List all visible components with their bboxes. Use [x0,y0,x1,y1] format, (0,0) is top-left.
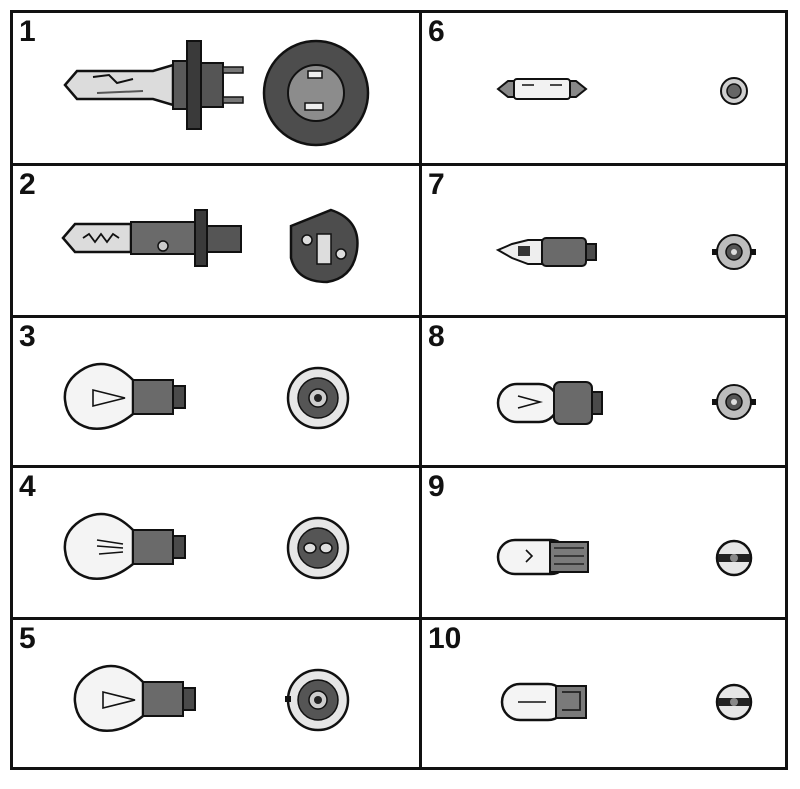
miniature-bayonet-bulb-icon [496,381,603,425]
cell-number: 3 [19,320,36,353]
bulb-cell-2: 2 [13,166,419,315]
single-contact-base-end-view-icon [286,366,350,430]
h4-halogen-bulb-icon [63,40,244,130]
bulb-cell-10: 10 [422,620,785,767]
cell-number: 10 [428,622,462,655]
bulb-cell-5: 5 [13,620,419,767]
bulb-types-grid: 1 2 [10,10,788,770]
h1-socket-end-view-icon [289,208,359,284]
row-divider [13,617,785,620]
offset-pin-base-end-view-icon [285,668,350,732]
cell-number: 4 [19,470,36,503]
cell-number: 1 [19,15,36,48]
dual-contact-base-end-view-icon [286,516,350,580]
bulb-cell-4: 4 [13,468,419,617]
h4-socket-end-view-icon [262,39,370,147]
festoon-end-view-icon [720,77,748,105]
festoon-bulb-icon [496,78,588,100]
bulb-cell-7: 7 [422,166,785,315]
cell-number: 6 [428,15,445,48]
cell-number: 7 [428,168,445,201]
glass-wedge-bulb-icon [500,682,587,722]
miniature-bayonet-end-view-icon [712,384,756,420]
cell-number: 8 [428,320,445,353]
column-divider [419,13,422,767]
single-filament-bayonet-bulb-icon [63,362,186,430]
bulb-cell-9: 9 [422,468,785,617]
h1-halogen-bulb-icon [61,209,242,267]
wedge-base-bulb-icon [496,538,589,576]
dual-filament-bayonet-bulb-icon [63,512,186,580]
single-filament-bayonet-bulb-icon [73,664,196,732]
small-bayonet-bulb-icon [495,237,597,267]
cell-number: 2 [19,168,36,201]
row-divider [13,315,785,318]
cell-number: 5 [19,622,36,655]
small-bayonet-end-view-icon [712,234,756,270]
bulb-cell-8: 8 [422,318,785,465]
wedge-base-end-view-icon [715,539,753,577]
glass-wedge-end-view-icon [715,683,753,721]
bulb-cell-3: 3 [13,318,419,465]
bulb-cell-1: 1 [13,13,419,163]
bulb-cell-6: 6 [422,13,785,163]
row-divider [13,465,785,468]
row-divider [13,163,785,166]
cell-number: 9 [428,470,445,503]
